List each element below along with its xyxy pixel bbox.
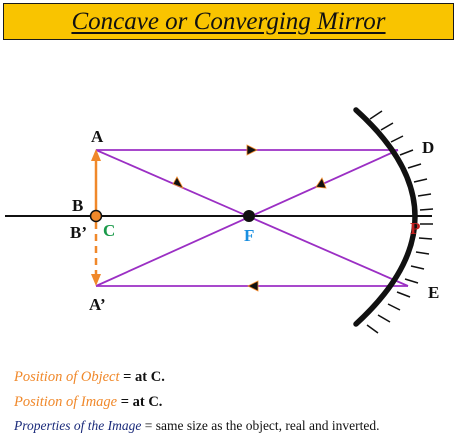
label-C: C xyxy=(103,221,115,240)
label-B-prime: B’ xyxy=(70,223,87,242)
concave-mirror xyxy=(353,107,418,327)
point-F-marker xyxy=(243,210,255,222)
note-image-position: Position of Image = at C. xyxy=(14,394,162,411)
note-value: = at C. xyxy=(123,369,165,385)
note-value: = same size as the object, real and inve… xyxy=(144,418,380,433)
arrowhead-top-ray xyxy=(246,144,258,156)
note-key: Properties of the Image xyxy=(14,418,142,433)
label-D: D xyxy=(422,138,434,157)
note-value: = at C. xyxy=(120,394,163,410)
mirror-hatching xyxy=(366,110,434,334)
label-B: B xyxy=(72,196,83,215)
note-object-position: Position of Object = at C. xyxy=(14,369,165,386)
arrowhead-diagonal-DA xyxy=(315,177,327,189)
title-banner: Concave or Converging Mirror xyxy=(3,3,454,40)
page-title: Concave or Converging Mirror xyxy=(71,7,386,35)
ray-arrowheads xyxy=(172,144,327,292)
label-F: F xyxy=(244,226,254,245)
label-P: P xyxy=(410,219,420,238)
label-A: A xyxy=(91,127,104,146)
note-key: Position of Object xyxy=(14,369,120,385)
arrowhead-diagonal-AE xyxy=(172,176,184,189)
note-image-properties: Properties of the Image = same size as t… xyxy=(14,418,380,434)
label-E: E xyxy=(428,283,439,302)
object-arrowhead xyxy=(91,149,101,161)
label-A-prime: A’ xyxy=(89,295,106,314)
note-key: Position of Image xyxy=(14,394,118,410)
arrowhead-bottom-ray xyxy=(247,280,259,292)
image-arrowhead xyxy=(91,274,101,286)
point-C-marker xyxy=(89,209,103,223)
